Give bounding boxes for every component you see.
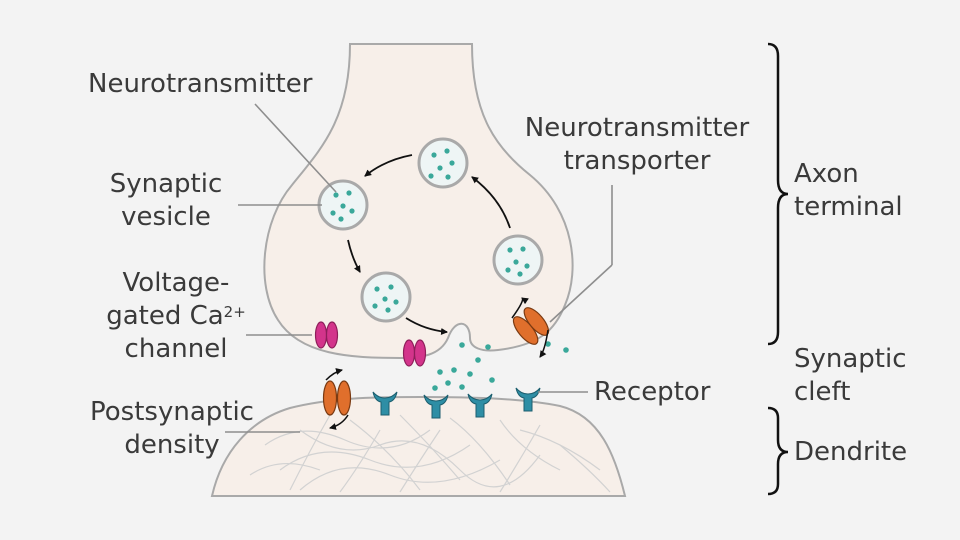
postsynaptic-density-line-1: Postsynaptic [90,397,254,427]
neurotransmitter-dots-cleft [432,341,569,391]
transporter-label-line-2: transporter [563,146,711,176]
leader-lines [225,103,613,433]
voltage-gated-channel-label: Voltage- gated Ca2+ channel [96,267,256,366]
transporter-label-line-1: Neurotransmitter [524,113,750,143]
voltage-gated-line-1: Voltage- [122,268,230,298]
neurotransmitter-dots-vesicles [330,148,530,313]
synaptic-vesicle-1 [417,137,469,189]
neurotransmitter-label: Neurotransmitter [88,69,313,99]
calcium-channel-2 [402,339,427,367]
receptors [372,387,541,419]
synaptic-vesicle-label-line-1: Synaptic [109,169,223,199]
voltage-gated-line-2: gated Ca2+ [96,300,256,333]
axon-terminal-brace [767,42,789,346]
axon-terminal-label: Axon terminal [794,158,903,224]
axon-terminal-shape [263,43,574,360]
synaptic-vesicle-label: Synaptic vesicle [96,168,236,234]
calcium-channel-1 [314,321,339,349]
receptor-label: Receptor [594,377,711,407]
synaptic-vesicle-3 [492,234,544,286]
postsynaptic-density-label: Postsynaptic density [82,396,262,462]
dendrite-shape [210,395,627,497]
vesicle-cycle-arrows [347,154,511,335]
postsynaptic-density-line-2: density [124,430,220,460]
transporter-label: Neurotransmitter transporter [512,112,762,178]
dendrite-brace [767,406,789,496]
neurotransmitter-transporter [511,297,550,358]
voltage-gated-line-3: channel [124,334,228,364]
synaptic-vesicle-label-line-2: vesicle [121,202,211,232]
postsynaptic-fibers [249,414,611,493]
voltage-gated-line-2-text: gated Ca [106,301,224,331]
calcium-superscript: 2+ [223,303,246,321]
dendrite-transporter [322,368,352,430]
axon-terminal-label-line-2: terminal [794,192,903,222]
synaptic-cleft-label: Synaptic cleft [794,343,907,409]
dendrite-label: Dendrite [794,437,908,467]
synaptic-cleft-label-line-2: cleft [794,377,851,407]
synaptic-cleft-label-line-1: Synaptic [794,344,907,374]
axon-terminal-label-line-1: Axon [794,159,859,189]
